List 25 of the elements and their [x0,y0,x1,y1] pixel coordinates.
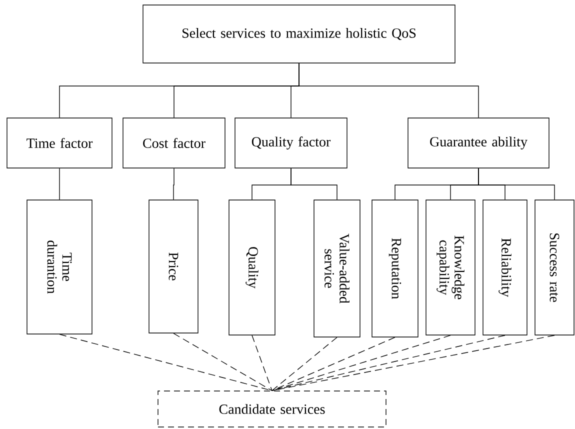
criterion-box: Value-added service [314,200,360,338]
criterion-box: Time durantion [26,200,92,334]
criterion-box: Quality [228,200,276,336]
factor-box: Quality factor [234,118,348,168]
factor-box: Time factor [6,118,112,168]
criterion-box: Reliability [482,200,528,336]
criterion-box: Reputation [372,200,418,338]
dashed-connector [272,337,338,391]
goal-box: Select services to maximize holistic QoS [142,4,456,64]
tree-connector [59,168,60,200]
dashed-connector [252,335,272,391]
dashed-connector [272,335,555,391]
tree-connector [478,168,555,200]
candidate-box: Candidate services [158,390,386,428]
factor-box: Guarantee ability [408,118,550,168]
tree-connector [173,168,174,200]
criterion-box: Price [148,200,198,334]
tree-connector [298,63,479,118]
dashed-connector [272,337,396,391]
factor-box: Cost factor [122,118,226,168]
dashed-connector [173,333,272,391]
dashed-connector [272,335,506,391]
criterion-box: Success rate [534,200,574,336]
criterion-box: Knowledge capability [426,200,476,336]
tree-connector [290,168,338,200]
